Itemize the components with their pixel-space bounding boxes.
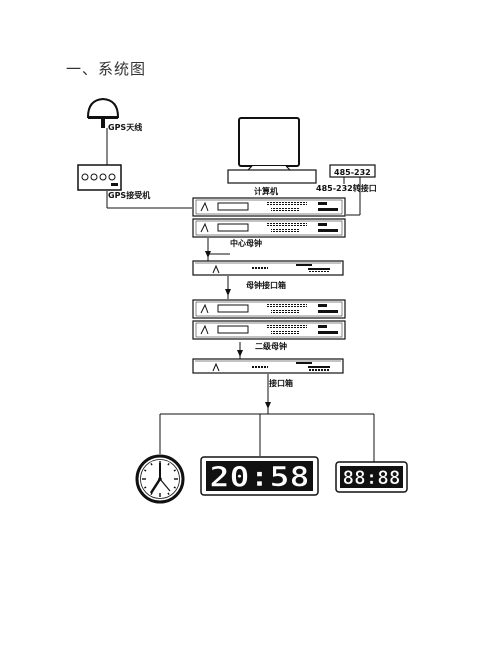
converter-box [329, 164, 376, 178]
gps-receiver-label: GPS接受机 [108, 190, 150, 200]
mother-clock-interface-label: 母钟接口箱 [246, 280, 286, 290]
computer-monitor-icon [227, 117, 317, 184]
small-time-display: 88:88 [343, 467, 401, 489]
page-title: 一、系统图 [66, 60, 147, 78]
gps-antenna-icon [86, 97, 120, 128]
digital-clock-large: 20:58 [200, 456, 319, 496]
converter-label: 485-232转接口 [316, 183, 377, 193]
secondary-master-clock-label: 二级母钟 [255, 341, 287, 351]
center-master-clock-unit [192, 197, 346, 238]
center-master-clock-label: 中心母钟 [230, 238, 262, 248]
secondary-master-clock-unit [192, 299, 346, 340]
digital-clock-small: 88:88 [335, 461, 408, 493]
gps-receiver-icon [77, 164, 122, 191]
interface-box-label: 接口箱 [269, 378, 293, 388]
mother-clock-interface-unit [192, 260, 344, 276]
analog-clock-icon [135, 454, 185, 504]
converter-box-label: 485-232 [334, 168, 371, 177]
gps-antenna-label: GPS天线 [108, 122, 142, 132]
interface-box-unit [192, 358, 344, 374]
arrowheads [205, 251, 271, 409]
computer-label: 计算机 [254, 186, 278, 196]
large-time-display: 20:58 [210, 460, 310, 493]
